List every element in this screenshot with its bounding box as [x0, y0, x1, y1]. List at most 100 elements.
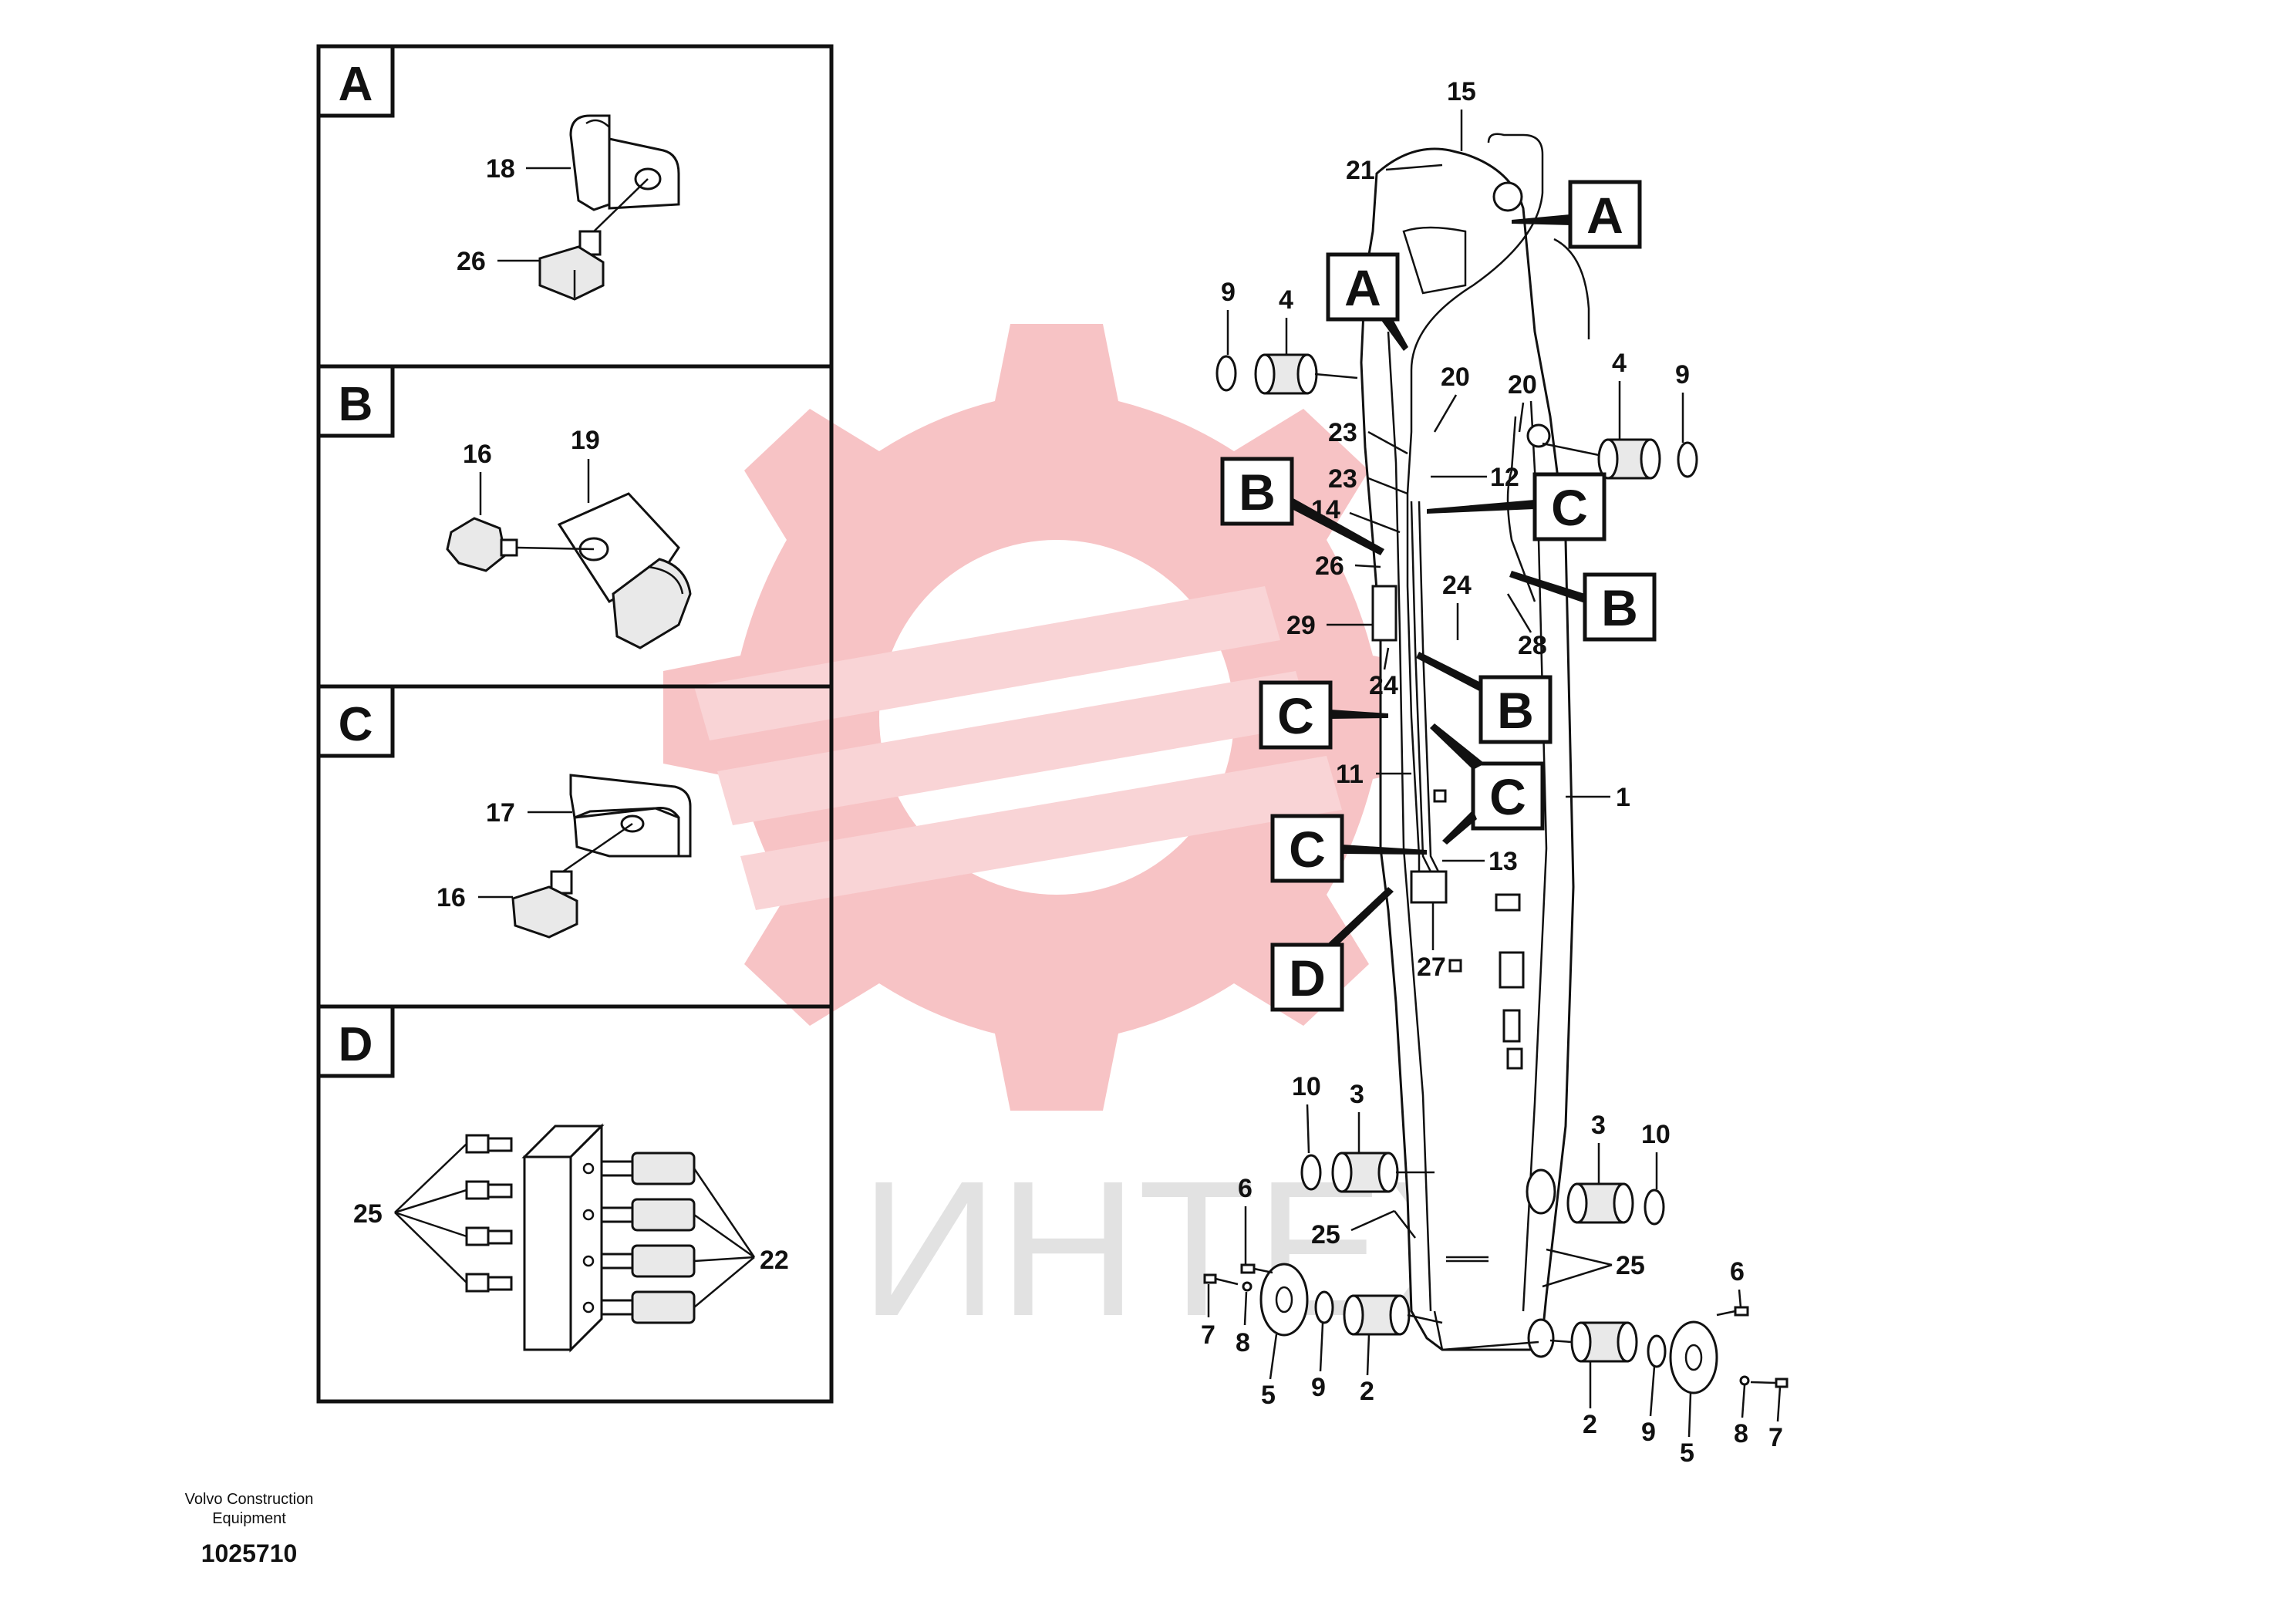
p-clamp-icon	[569, 114, 680, 211]
section-marker-b: B	[1509, 571, 1657, 642]
callout-9: 9	[1221, 278, 1236, 307]
bushing-4-icon	[1254, 353, 1318, 395]
bushing-2-icon	[1570, 1321, 1638, 1363]
svg-text:C: C	[1489, 768, 1526, 825]
callout-6: 6	[1730, 1257, 1745, 1286]
company-name-line1: Volvo Construction	[185, 1491, 314, 1508]
o-ring-9-icon	[1647, 1334, 1667, 1368]
callout-29: 29	[1286, 611, 1316, 640]
o-ring-10-icon	[1644, 1189, 1665, 1226]
callout-14: 14	[1311, 495, 1340, 524]
section-marker-a: A	[1326, 252, 1408, 351]
callout-19: 19	[571, 426, 600, 455]
p-clamp-icon	[557, 492, 692, 649]
section-marker-d: D	[1270, 887, 1394, 1012]
svg-text:C: C	[1277, 687, 1314, 744]
callout-7: 7	[1768, 1423, 1783, 1452]
callout-23: 23	[1328, 418, 1357, 447]
hose-lines-icon	[1371, 133, 1590, 904]
o-ring-10-icon	[1300, 1154, 1322, 1191]
drawing-number: 1025710	[201, 1539, 298, 1567]
callout-18: 18	[486, 154, 515, 184]
saddle-clamp-icon	[569, 774, 692, 858]
plug-fittings-icon	[465, 1134, 513, 1293]
callout-9: 9	[1675, 360, 1690, 389]
callout-9: 9	[1311, 1373, 1326, 1402]
detail-panel-a: A 18 26	[316, 44, 680, 301]
detail-panel-c: C 17 16	[316, 684, 692, 939]
washer-8-icon	[1739, 1375, 1750, 1386]
plate-5-icon	[1259, 1263, 1309, 1337]
callout-5: 5	[1261, 1381, 1276, 1410]
panel-letter: C	[339, 698, 373, 751]
callout-25: 25	[1616, 1251, 1645, 1280]
bushing-3-icon	[1566, 1182, 1634, 1224]
bolt-6-icon	[1240, 1263, 1273, 1274]
callout-10: 10	[1641, 1120, 1671, 1149]
company-name-line2: Equipment	[212, 1510, 286, 1527]
callout-12: 12	[1490, 463, 1519, 492]
hex-bolt-icon	[446, 517, 595, 572]
svg-text:D: D	[1289, 949, 1326, 1007]
o-ring-9-icon	[1215, 355, 1237, 392]
pin-set-upper-right	[1542, 438, 1698, 480]
o-ring-9-icon	[1314, 1290, 1334, 1324]
svg-text:A: A	[1586, 187, 1623, 244]
detail-panels: A 18 26 B	[316, 44, 834, 1404]
callout-13: 13	[1489, 847, 1518, 876]
section-marker-c: C	[1259, 680, 1388, 750]
section-marker-a: A	[1512, 180, 1642, 249]
callouts: 15 21 9 4 20 20 4 9 23 23 12 14 26	[1201, 77, 1783, 1468]
panel-letter: B	[339, 378, 373, 431]
callout-15: 15	[1447, 77, 1476, 106]
flange-bolt-icon	[538, 178, 649, 301]
callout-26: 26	[457, 247, 486, 276]
stripes-watermark-icon	[694, 586, 1342, 910]
footer: Volvo Construction Equipment 1025710	[185, 1491, 314, 1567]
callout-9: 9	[1641, 1418, 1656, 1447]
svg-text:A: A	[1344, 259, 1381, 316]
bolt-7-icon	[1750, 1378, 1789, 1388]
pin-set-lower-right	[1549, 1182, 1789, 1394]
section-marker-c: C	[1430, 723, 1545, 845]
callout-8: 8	[1236, 1328, 1250, 1357]
manifold-block-icon	[521, 1123, 605, 1353]
callout-25: 25	[1311, 1220, 1340, 1249]
washer-8-icon	[1242, 1281, 1253, 1292]
pin-set-lower-left	[1203, 1152, 1443, 1337]
callout-22: 22	[760, 1246, 789, 1275]
callout-11: 11	[1336, 760, 1364, 789]
callout-2: 2	[1583, 1410, 1597, 1439]
bushing-4-icon	[1597, 438, 1661, 480]
section-marker-c: C	[1427, 472, 1607, 541]
arm-body-icon	[1360, 147, 1575, 1358]
callout-23: 23	[1328, 464, 1357, 494]
svg-text:C: C	[1289, 821, 1326, 878]
callout-4: 4	[1279, 285, 1293, 315]
callout-10: 10	[1292, 1072, 1321, 1101]
pin-set-upper-left	[1215, 353, 1358, 395]
callout-24: 24	[1369, 671, 1398, 700]
bushing-2-icon	[1343, 1294, 1411, 1336]
callout-17: 17	[486, 798, 515, 828]
callout-20: 20	[1508, 370, 1537, 400]
bolt-7-icon	[1203, 1273, 1239, 1286]
section-marker-c: C	[1270, 814, 1427, 883]
detail-panel-d: D 25	[316, 1004, 789, 1353]
o-ring-9-icon	[1677, 441, 1698, 478]
callout-6: 6	[1238, 1174, 1253, 1203]
callout-26: 26	[1315, 551, 1344, 581]
callout-1: 1	[1616, 783, 1630, 812]
callout-2: 2	[1360, 1377, 1374, 1406]
svg-text:B: B	[1601, 579, 1638, 636]
section-marker-b: B	[1220, 457, 1384, 555]
flange-bolt-icon	[511, 822, 633, 939]
callout-28: 28	[1518, 631, 1547, 660]
plate-5-icon	[1669, 1320, 1718, 1394]
panel-letter: D	[339, 1018, 373, 1071]
bolt-6-icon	[1716, 1306, 1749, 1317]
callout-7: 7	[1201, 1320, 1215, 1350]
svg-text:B: B	[1497, 682, 1534, 739]
callout-3: 3	[1591, 1111, 1606, 1140]
